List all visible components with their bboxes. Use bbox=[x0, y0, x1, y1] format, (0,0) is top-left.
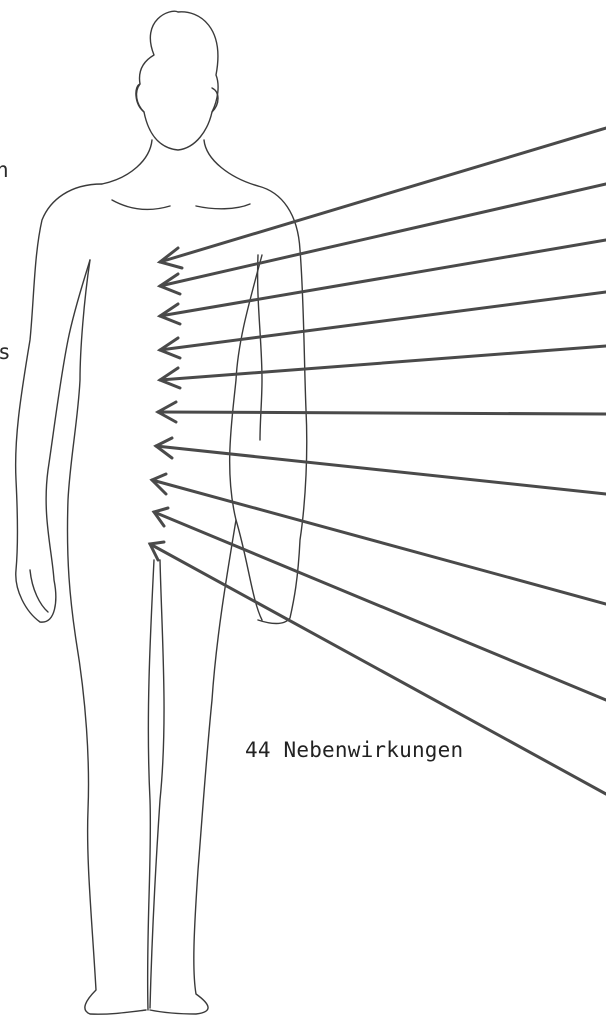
head-outline bbox=[136, 11, 218, 150]
human-body-outline bbox=[16, 11, 307, 1014]
arrow-2 bbox=[160, 184, 606, 286]
arrow-5 bbox=[160, 346, 606, 380]
arrow-3 bbox=[160, 240, 606, 316]
arrow-7 bbox=[156, 446, 606, 494]
arrow-6 bbox=[158, 412, 606, 414]
leg-inner-left bbox=[148, 560, 154, 1010]
leg-inner-right bbox=[150, 560, 164, 1008]
arrow-group bbox=[150, 128, 606, 794]
arrow-4 bbox=[160, 292, 606, 350]
neck-right bbox=[204, 140, 258, 186]
left-torso bbox=[67, 260, 146, 1014]
left-shoulder-arm bbox=[16, 184, 102, 622]
arrow-8 bbox=[152, 480, 606, 604]
figure-caption: 44 Nebenwirkungen bbox=[245, 738, 463, 762]
right-inner-arm bbox=[230, 255, 262, 620]
arrow-1 bbox=[160, 128, 606, 262]
neck-left bbox=[102, 140, 152, 184]
